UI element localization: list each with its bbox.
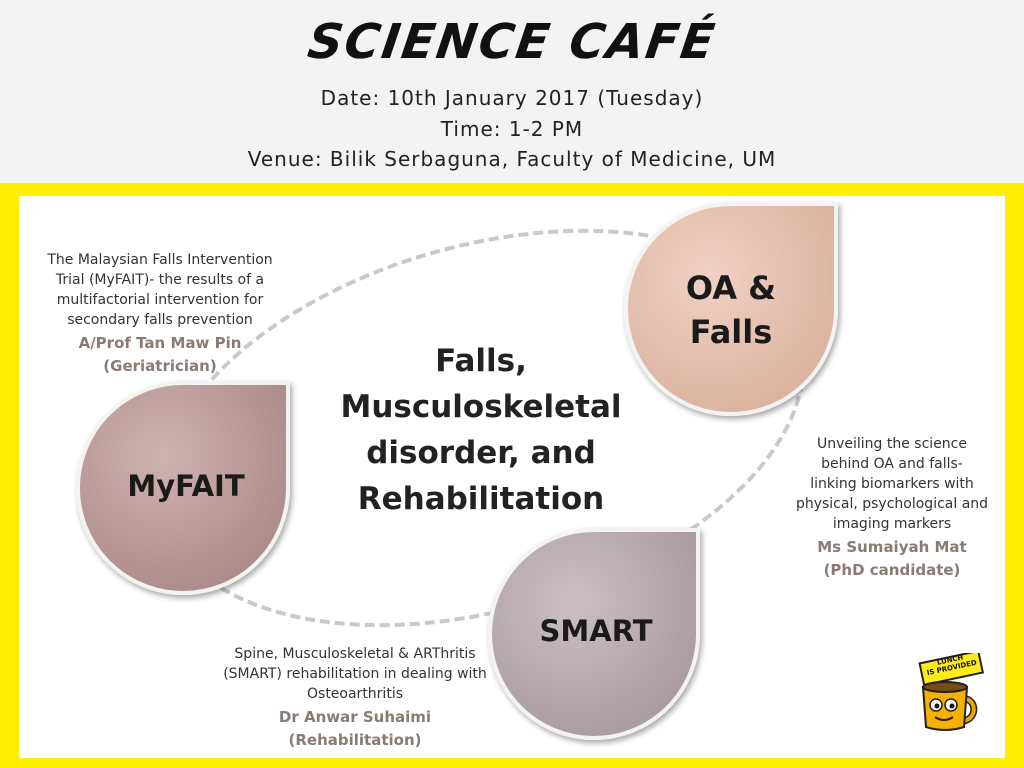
central-theme: Falls, Musculoskeletal disorder, and Reh… [320, 338, 642, 522]
theme-line: Falls, [435, 343, 527, 379]
description-line: (SMART) rehabilitation in dealing with [223, 666, 487, 682]
oa-label-line: OA & [685, 269, 777, 307]
description-line: behind OA and falls- [821, 456, 963, 472]
description-line: multifactorial intervention for [56, 292, 264, 308]
description-line: Trial (MyFAIT)- the results of a [55, 272, 265, 288]
oa-falls-drop [624, 202, 838, 416]
description-line: secondary falls prevention [67, 312, 253, 328]
description-line: Unveiling the science [816, 436, 967, 452]
smart-label: SMART [539, 614, 653, 648]
lunch-provided-badge: LUNCH IS PROVIDED [915, 653, 987, 733]
oa-label-line: Falls [689, 313, 773, 351]
smart-drop [488, 528, 700, 740]
description-line: Spine, Musculoskeletal & ARThritis [234, 646, 476, 662]
speaker-name: Ms Sumaiyah Mat [817, 538, 967, 556]
event-time: Time: 1-2 PM [440, 117, 584, 141]
description-line: imaging markers [832, 516, 952, 532]
theme-line: disorder, and [366, 435, 596, 471]
theme-line: Rehabilitation [357, 481, 605, 517]
description-line: physical, psychological and [795, 496, 989, 512]
myfait-label: MyFAIT [127, 469, 245, 503]
description-line: linking biomarkers with [810, 476, 974, 492]
event-date: Date: 10th January 2017 (Tuesday) [320, 86, 704, 110]
theme-line: Musculoskeletal [340, 389, 622, 425]
description-line: Osteoarthritis [307, 686, 403, 702]
event-venue: Venue: Bilik Serbaguna, Faculty of Medic… [247, 147, 777, 171]
speaker-role: (PhD candidate) [823, 561, 961, 579]
description-line: The Malaysian Falls Intervention [47, 252, 273, 268]
myfait-drop [76, 381, 290, 595]
coffee-mug-icon [918, 653, 985, 731]
speaker-name: Dr Anwar Suhaimi [278, 708, 432, 726]
oa-falls-label: OA & Falls [661, 266, 801, 354]
event-header: SCIENCE CAFÉ Date: 10th January 2017 (Tu… [0, 0, 1024, 183]
oa-falls-description: Unveiling the science behind OA and fall… [781, 434, 1003, 582]
smart-description: Spine, Musculoskeletal & ARThritis (SMAR… [200, 644, 510, 752]
speaker-role: (Rehabilitation) [288, 731, 422, 749]
speaker-name: A/Prof Tan Maw Pin [78, 334, 242, 352]
myfait-description: The Malaysian Falls Intervention Trial (… [24, 250, 296, 378]
speaker-role: (Geriatrician) [103, 357, 217, 375]
